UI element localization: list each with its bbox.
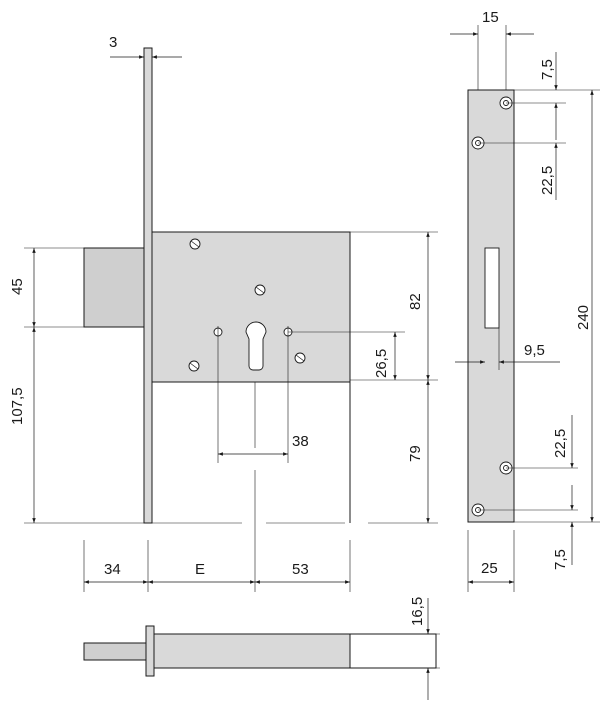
dim-label: 26,5 — [373, 349, 390, 378]
dim-label: 22,5 — [552, 429, 569, 458]
dim-label: 107,5 — [9, 387, 26, 425]
dim-label: 38 — [292, 433, 309, 450]
dim-label: 3 — [109, 34, 117, 51]
cylinder-hole — [245, 321, 267, 371]
dim-cylinder-38: 38 — [217, 326, 309, 463]
dim-label: 7,5 — [552, 549, 569, 570]
dim-label: 34 — [104, 561, 121, 578]
case-screw — [254, 284, 266, 296]
dim-label: E — [195, 561, 205, 578]
dim-label: 53 — [292, 561, 309, 578]
lock-section-view: 16,5 — [83, 597, 440, 700]
latch-bolt — [83, 247, 152, 328]
case-screw — [189, 238, 201, 250]
case-screw — [294, 352, 306, 364]
dim-strike-width-15: 15 — [450, 9, 534, 90]
case-section-end — [349, 633, 437, 669]
dim-label: 45 — [9, 278, 26, 295]
dim-label: 22,5 — [539, 166, 556, 195]
dim-strike-slot-9-5: 9,5 — [455, 328, 560, 370]
dim-bottom-horizontal: 34 E 53 — [83, 470, 351, 592]
dim-faceplate-thickness: 3 — [109, 34, 182, 59]
dim-label: 9,5 — [524, 342, 545, 359]
dim-label: 7,5 — [539, 59, 556, 80]
faceplate-section — [145, 625, 155, 677]
faceplate — [143, 47, 153, 524]
lock-body-view — [83, 47, 351, 524]
strike-slot — [484, 247, 500, 329]
dim-label: 16,5 — [409, 597, 426, 626]
case-section — [153, 633, 351, 669]
dim-strike-right: 7,5 22,5 240 22,5 7,5 — [478, 52, 600, 570]
dim-label: 15 — [482, 9, 499, 26]
dim-label: 79 — [407, 445, 424, 462]
dim-right-vertical: 82 26,5 79 — [288, 231, 438, 524]
dim-left-vertical: 45 107,5 — [9, 247, 144, 524]
dim-strike-base-25: 25 — [467, 530, 515, 592]
bolt-section — [83, 642, 147, 661]
dim-label: 240 — [575, 305, 592, 330]
dim-label: 82 — [407, 293, 424, 310]
dim-label: 25 — [481, 560, 498, 577]
strike-plate-view — [467, 89, 515, 523]
case-screw — [188, 360, 200, 372]
